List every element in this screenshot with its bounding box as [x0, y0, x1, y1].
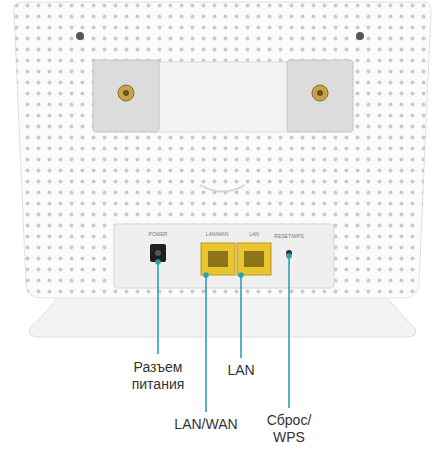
antenna-connector	[123, 90, 129, 96]
port-marking: LAN/WAN	[206, 232, 229, 237]
port-label: LAN/WAN	[174, 416, 237, 433]
stand	[29, 292, 416, 337]
antenna-plate	[93, 60, 159, 132]
port-label: Сброс/ WPS	[263, 412, 315, 446]
port-label: Разъем питания	[118, 359, 198, 393]
port-marking: LAN	[249, 232, 259, 237]
screw-hole	[76, 32, 84, 40]
lan-wan-port	[201, 243, 235, 275]
antenna-connector	[312, 85, 328, 101]
leader-dot	[204, 273, 208, 277]
antenna-connector	[118, 85, 134, 101]
leader-dot	[156, 260, 160, 264]
antenna-connector	[317, 90, 323, 96]
leader-line	[205, 275, 207, 412]
antenna-plate	[287, 60, 353, 132]
vent-holes	[0, 0, 445, 300]
leader-line	[157, 262, 159, 354]
lan-port	[237, 243, 271, 275]
port-panel	[114, 224, 334, 288]
leader-line	[288, 256, 290, 408]
port-label: LAN	[227, 362, 254, 379]
leader-dot	[239, 273, 243, 277]
power-jack-pin	[155, 250, 161, 256]
mount-recess	[150, 62, 295, 132]
port-marking: POWER	[149, 232, 168, 237]
handle-notch	[200, 185, 245, 192]
port-socket	[244, 251, 264, 267]
leader-dot	[287, 254, 291, 258]
leader-line	[240, 275, 242, 358]
screw-hole	[356, 32, 364, 40]
port-marking: RESET/WPS	[274, 234, 303, 239]
port-socket	[208, 251, 228, 267]
